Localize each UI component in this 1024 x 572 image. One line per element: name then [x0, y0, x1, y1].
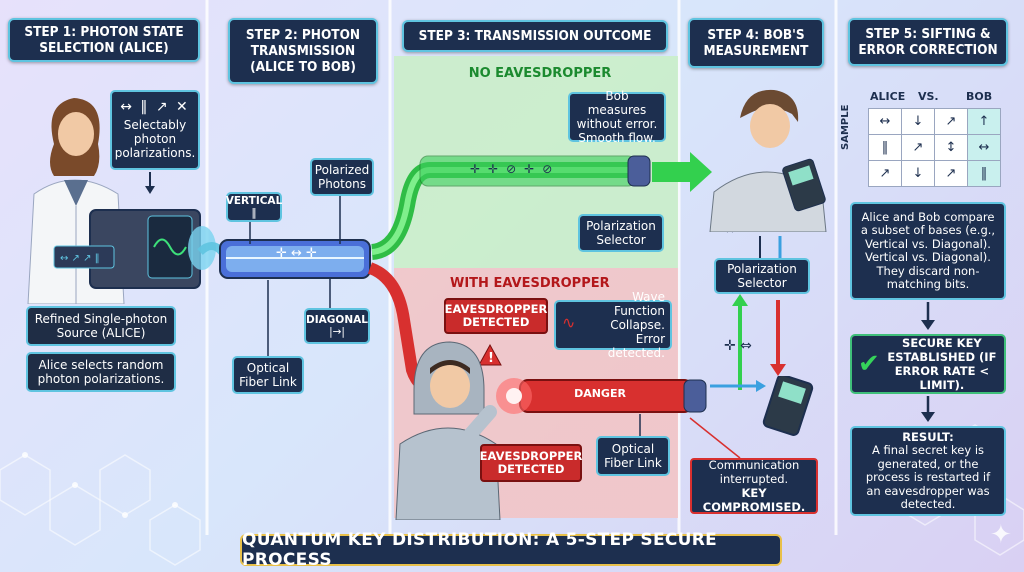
optical-fiber-link-label-2: Optical Fiber Link: [596, 436, 670, 476]
sift-cell: ↓: [901, 160, 935, 187]
sift-cell: ↗: [901, 134, 935, 161]
selectable-polarizations-note: ↔ ‖ ↗ ✕ Selectably photon polarizations.: [110, 90, 200, 170]
step-3-header: STEP 3: TRANSMISSION OUTCOME: [402, 20, 668, 52]
step-1-header: STEP 1: PHOTON STATE SELECTION (ALICE): [8, 18, 200, 62]
step-5-header: STEP 5: SIFTING & ERROR CORRECTION: [848, 18, 1008, 66]
diagonal-label: DIAGONAL: [306, 314, 368, 326]
eavesdropper-detected-badge-1: EAVESDROPPER DETECTED: [444, 298, 548, 334]
sift-cell: ↓: [901, 108, 935, 135]
sift-cell: ↔: [967, 134, 1001, 161]
diagonal-label-box: DIAGONAL |→|: [304, 308, 370, 344]
svg-text:!: !: [488, 351, 494, 366]
compare-bases-note: Alice and Bob compare a subset of bases …: [850, 202, 1006, 300]
svg-text:↔ ↗ ↗ ‖: ↔ ↗ ↗ ‖: [60, 253, 100, 264]
polarization-selector-label: Polarization Selector: [578, 214, 664, 252]
sift-cell: ↗: [934, 160, 968, 187]
polarized-photons-label: Polarized Photons: [310, 158, 374, 196]
vertical-symbol-icon: ‖: [251, 207, 257, 219]
communication-interrupted-note: Communication interrupted. KEY COMPROMIS…: [690, 458, 818, 514]
result-note: RESULT: A final secret key is generated,…: [850, 426, 1006, 516]
row-sample-label: SAMPLE: [840, 104, 851, 150]
selectable-text: Selectably photon polarizations.: [114, 118, 196, 160]
photon-marker-icon: ✛ ⇔: [724, 338, 752, 354]
eavesdropper-detected-badge-2: EAVESDROPPER DETECTED: [480, 444, 582, 482]
sift-cell: ↕: [934, 134, 968, 161]
infographic-title: QUANTUM KEY DISTRIBUTION: A 5-STEP SECUR…: [240, 530, 782, 570]
warning-icon: !: [478, 343, 502, 366]
compromised-text: KEY COMPROMISED.: [702, 486, 806, 514]
vertical-label-box: VERTICAL ‖: [226, 192, 282, 222]
sift-cell: ↗: [868, 160, 902, 187]
alice-selects-text: Alice selects random photon polarization…: [26, 352, 176, 392]
photon-marker-icon: ✛ ↔ ✛: [276, 246, 317, 261]
eavesdropper-figure: [395, 341, 501, 520]
checkmark-icon: ✔: [858, 349, 880, 379]
wave-function-text: Wave Function Collapse. Error detected.: [607, 290, 665, 360]
secure-key-box: ✔ SECURE KEY ESTABLISHED (IF ERROR RATE …: [850, 334, 1006, 394]
bob-polarization-selector-label: Polarization Selector: [714, 258, 810, 294]
sift-cell: ↗: [934, 108, 968, 135]
with-eavesdropper-title: WITH EAVESDROPPER: [450, 276, 610, 291]
wave-function-note: ∿ Wave Function Collapse. Error detected…: [554, 290, 672, 360]
col-alice-label: ALICE: [870, 90, 906, 103]
result-text: A final secret key is generated, or the …: [865, 443, 991, 511]
sift-cell: ↔: [868, 108, 902, 135]
sparkle-icon: ✦: [990, 520, 1012, 550]
no-eavesdropper-title: NO EAVESDROPPER: [468, 66, 612, 81]
result-title: RESULT:: [902, 429, 954, 444]
photon-marker-icon: ✛✛⊘✛⊘: [470, 162, 561, 176]
col-vs-label: VS.: [918, 90, 939, 103]
polarization-symbols-icon: ↔ ‖ ↗ ✕: [120, 99, 190, 115]
bob-measures-note: Bob measures without error. Smooth flow.: [568, 89, 666, 145]
step-4-header: STEP 4: BOB'S MEASUREMENT: [688, 18, 824, 68]
sift-cell: ↑: [967, 108, 1001, 135]
danger-label: DANGER: [574, 387, 626, 400]
sift-cell: ‖: [868, 134, 902, 161]
vertical-label: VERTICAL: [225, 195, 283, 207]
bob-figure: [709, 89, 827, 232]
sift-cell: ‖: [967, 160, 1001, 187]
interrupt-text: Communication interrupted.: [708, 458, 800, 486]
measurement-device-icon: [762, 376, 814, 436]
diagonal-symbol-icon: |→|: [329, 326, 345, 338]
sifting-table: ↔↓↗↑ ‖↗↕↔ ↗↓↗‖: [868, 108, 1001, 187]
step-2-header: STEP 2: PHOTON TRANSMISSION (ALICE TO BO…: [228, 18, 378, 84]
secure-key-text: SECURE KEY ESTABLISHED (IF ERROR RATE < …: [887, 336, 997, 392]
wave-icon: ∿: [562, 313, 576, 332]
optical-fiber-link-label: Optical Fiber Link: [232, 356, 304, 394]
source-label: Refined Single-photon Source (ALICE): [26, 306, 176, 346]
col-bob-label: BOB: [966, 90, 993, 103]
